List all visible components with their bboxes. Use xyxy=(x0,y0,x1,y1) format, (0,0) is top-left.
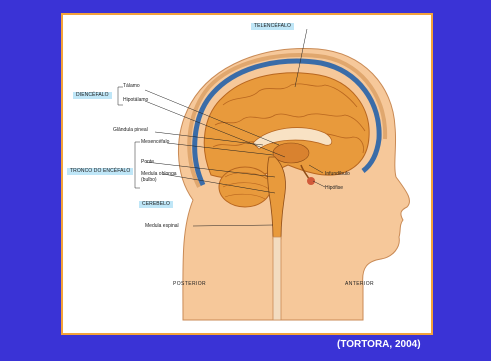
thalamus xyxy=(273,143,309,163)
posterior-label: POSTERIOR xyxy=(173,281,206,287)
glandula-pineal-label: Glândula pineal xyxy=(113,127,148,133)
ponte-label: Ponte xyxy=(141,159,154,165)
tronco-encefalo-label: TRONCO DO ENCÉFALO xyxy=(67,168,133,175)
spinal-cord xyxy=(273,237,281,320)
medula-oblonga-label: Medula oblonga (bulbo) xyxy=(141,171,181,183)
figure-frame: TELENCÉFALO DIENCÉFALO Tálamo Hipotálamo… xyxy=(61,13,433,335)
medula-espinal-label: Medula espinal xyxy=(145,223,179,229)
infundibulo-label: Infundíbulo xyxy=(325,171,350,177)
anterior-label: ANTERIOR xyxy=(345,281,374,287)
diencefalo-label: DIENCÉFALO xyxy=(73,92,112,99)
citation: (TORTORA, 2004) xyxy=(337,339,421,350)
talamo-label: Tálamo xyxy=(123,83,140,89)
mesencefalo-label: Mesencéfalo xyxy=(141,139,169,145)
telencefalo-label: TELENCÉFALO xyxy=(251,23,294,30)
cerebelo-label: CEREBELO xyxy=(139,201,173,208)
hipotalamo-label: Hipotálamo xyxy=(123,97,148,103)
hipofise-label: Hipófise xyxy=(325,185,343,191)
hipofise xyxy=(307,177,315,185)
